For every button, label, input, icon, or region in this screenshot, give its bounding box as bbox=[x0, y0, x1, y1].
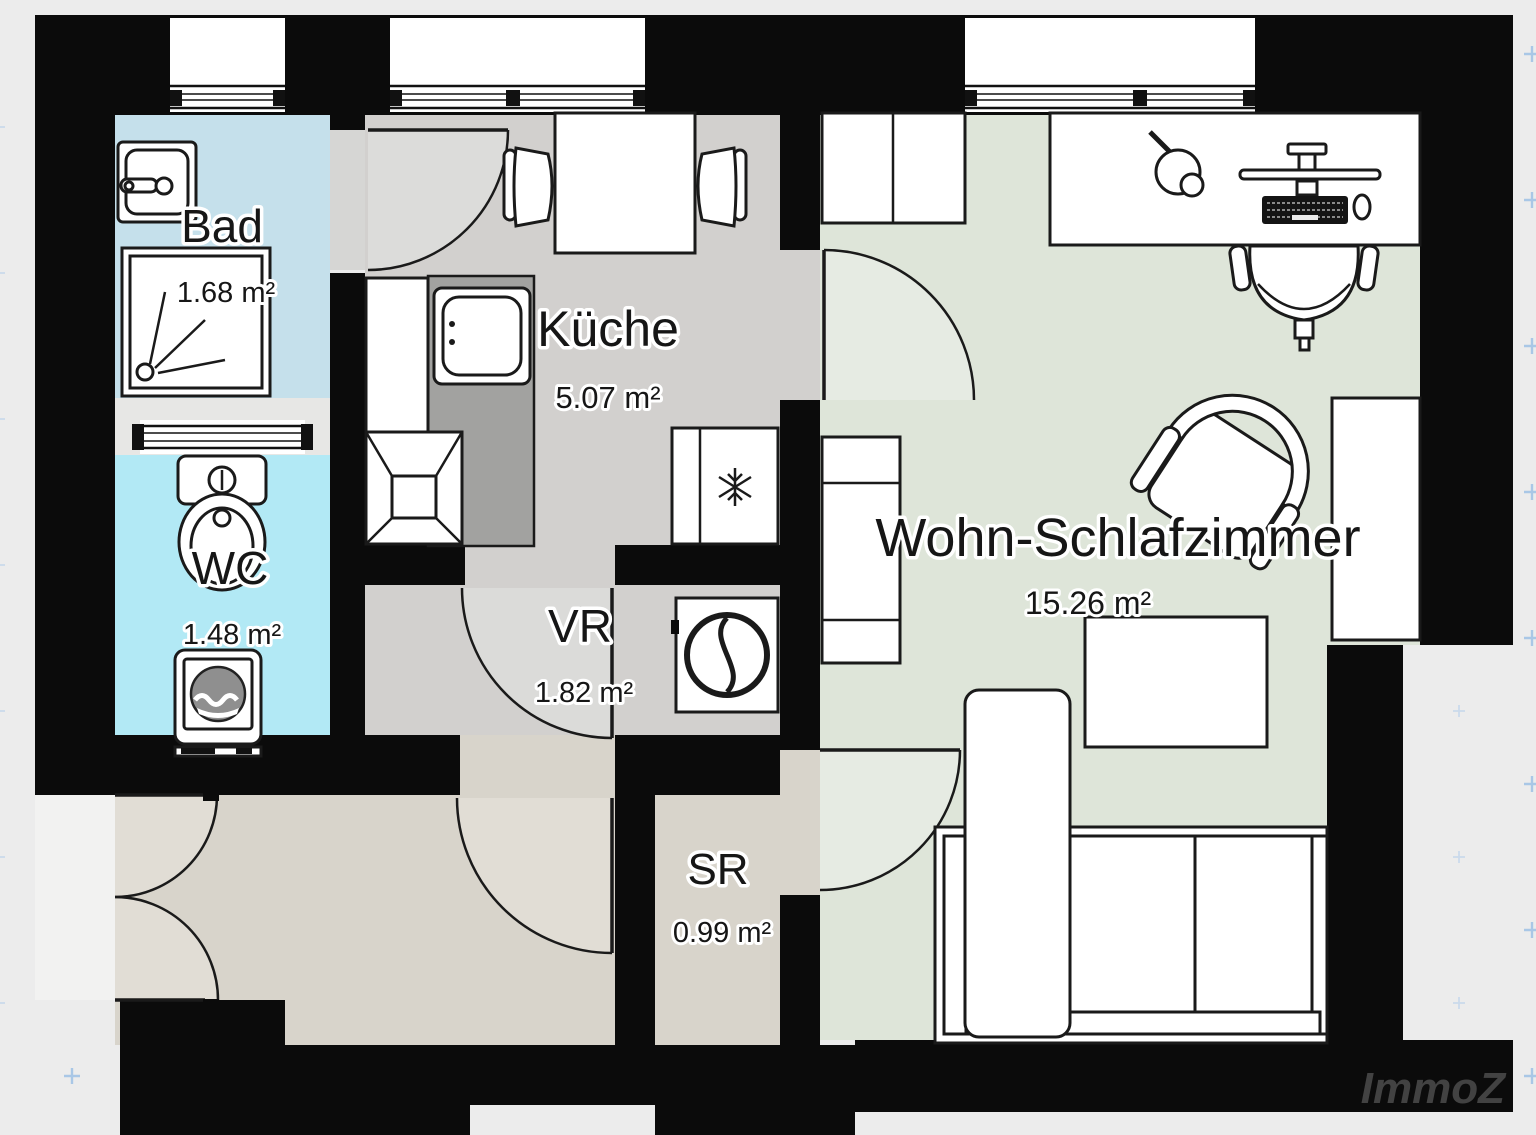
door-swing-zones bbox=[115, 130, 974, 1000]
fridge-icon bbox=[670, 426, 780, 546]
threshold-hall-living bbox=[780, 750, 820, 895]
entrance-double-door bbox=[114, 789, 220, 1011]
floor-sr bbox=[655, 795, 780, 1045]
threshold-vr-hall bbox=[460, 735, 615, 795]
coffee-table bbox=[1083, 615, 1269, 749]
shelf-left bbox=[820, 435, 902, 665]
wall-right-upper bbox=[1420, 15, 1513, 645]
wall-hall-sr bbox=[615, 795, 655, 1045]
wall-bottom-band bbox=[470, 1045, 655, 1105]
label-vr: VR bbox=[548, 600, 612, 652]
chair-icon bbox=[696, 146, 748, 228]
wall-vr-bottom-left bbox=[330, 735, 460, 795]
area-wohn: 15.26 m² bbox=[1025, 585, 1152, 621]
wall-bottom-right bbox=[855, 1040, 1513, 1112]
wall-stub bbox=[330, 115, 365, 130]
washing-machine-icon bbox=[173, 648, 263, 758]
door-hall-living bbox=[819, 748, 962, 892]
desk-lamp-icon bbox=[1148, 130, 1205, 198]
wall-bottom-pier-a bbox=[285, 1045, 470, 1135]
wall-kueche-vr-right bbox=[615, 545, 780, 585]
kitchen-sink-icon bbox=[432, 286, 532, 386]
wall-bad-kueche bbox=[330, 273, 365, 795]
wall-bottom-pier-b bbox=[655, 1045, 855, 1135]
desk bbox=[1048, 111, 1422, 247]
sofa-chaise bbox=[963, 688, 1072, 1039]
wall-right-lower bbox=[1327, 645, 1403, 1112]
wall-mid-c bbox=[780, 895, 820, 1045]
wall-entrance-block bbox=[120, 1000, 285, 1135]
armchair bbox=[1129, 393, 1310, 571]
bathroom-sink-icon bbox=[116, 140, 198, 224]
wall-mid-b bbox=[780, 400, 820, 750]
area-vr: 1.82 m² bbox=[535, 677, 634, 709]
doors bbox=[114, 128, 976, 1011]
threshold-kueche-living bbox=[780, 250, 820, 400]
shower-icon bbox=[120, 246, 272, 398]
area-wc: 1.48 m² bbox=[183, 619, 282, 651]
label-wohn: Wohn-Schlafzimmer bbox=[875, 508, 1360, 568]
monitor-icon bbox=[1238, 142, 1382, 197]
label-sr: SR bbox=[687, 845, 748, 894]
wall-left bbox=[35, 15, 115, 795]
stove-icon bbox=[364, 430, 464, 546]
shelf-right bbox=[1330, 396, 1422, 642]
office-chair bbox=[1228, 244, 1380, 352]
sofa-bed bbox=[933, 688, 1329, 1045]
label-wc: WC bbox=[192, 542, 269, 594]
wall-mid-a bbox=[780, 115, 820, 250]
dresser bbox=[820, 111, 967, 225]
threshold-bad-door bbox=[330, 130, 365, 270]
window-bad-wc bbox=[132, 420, 313, 454]
toilet-icon bbox=[176, 454, 268, 592]
area-kueche: 5.07 m² bbox=[555, 380, 660, 415]
door-kueche-living bbox=[822, 248, 976, 401]
dining-table bbox=[502, 111, 748, 255]
watermark: ImmoZ bbox=[1361, 1064, 1507, 1113]
dryer-icon bbox=[671, 596, 780, 714]
label-kueche: Küche bbox=[537, 301, 679, 357]
door-vr-hall bbox=[455, 797, 614, 955]
window-living bbox=[965, 18, 1255, 112]
label-bad: Bad bbox=[181, 200, 263, 252]
mouse-icon bbox=[1352, 193, 1372, 221]
chair-icon bbox=[502, 146, 554, 228]
area-bad: 1.68 m² bbox=[177, 277, 276, 309]
door-kueche-vr bbox=[460, 587, 614, 740]
window-kueche bbox=[390, 18, 645, 112]
windows bbox=[132, 18, 1255, 454]
threshold-vr-kueche bbox=[465, 545, 615, 585]
entrance-sill bbox=[35, 795, 115, 1000]
area-sr: 0.99 m² bbox=[673, 917, 772, 949]
kitchen-counter bbox=[364, 274, 536, 548]
room-labels: Bad 1.68 m² WC 1.48 m² Küche 5.07 m² VR … bbox=[174, 197, 1364, 953]
wall-kueche-vr-left bbox=[365, 545, 465, 585]
keyboard-icon bbox=[1262, 196, 1348, 224]
wall-vr-bottom-right bbox=[615, 735, 780, 795]
window-bad bbox=[170, 18, 285, 112]
